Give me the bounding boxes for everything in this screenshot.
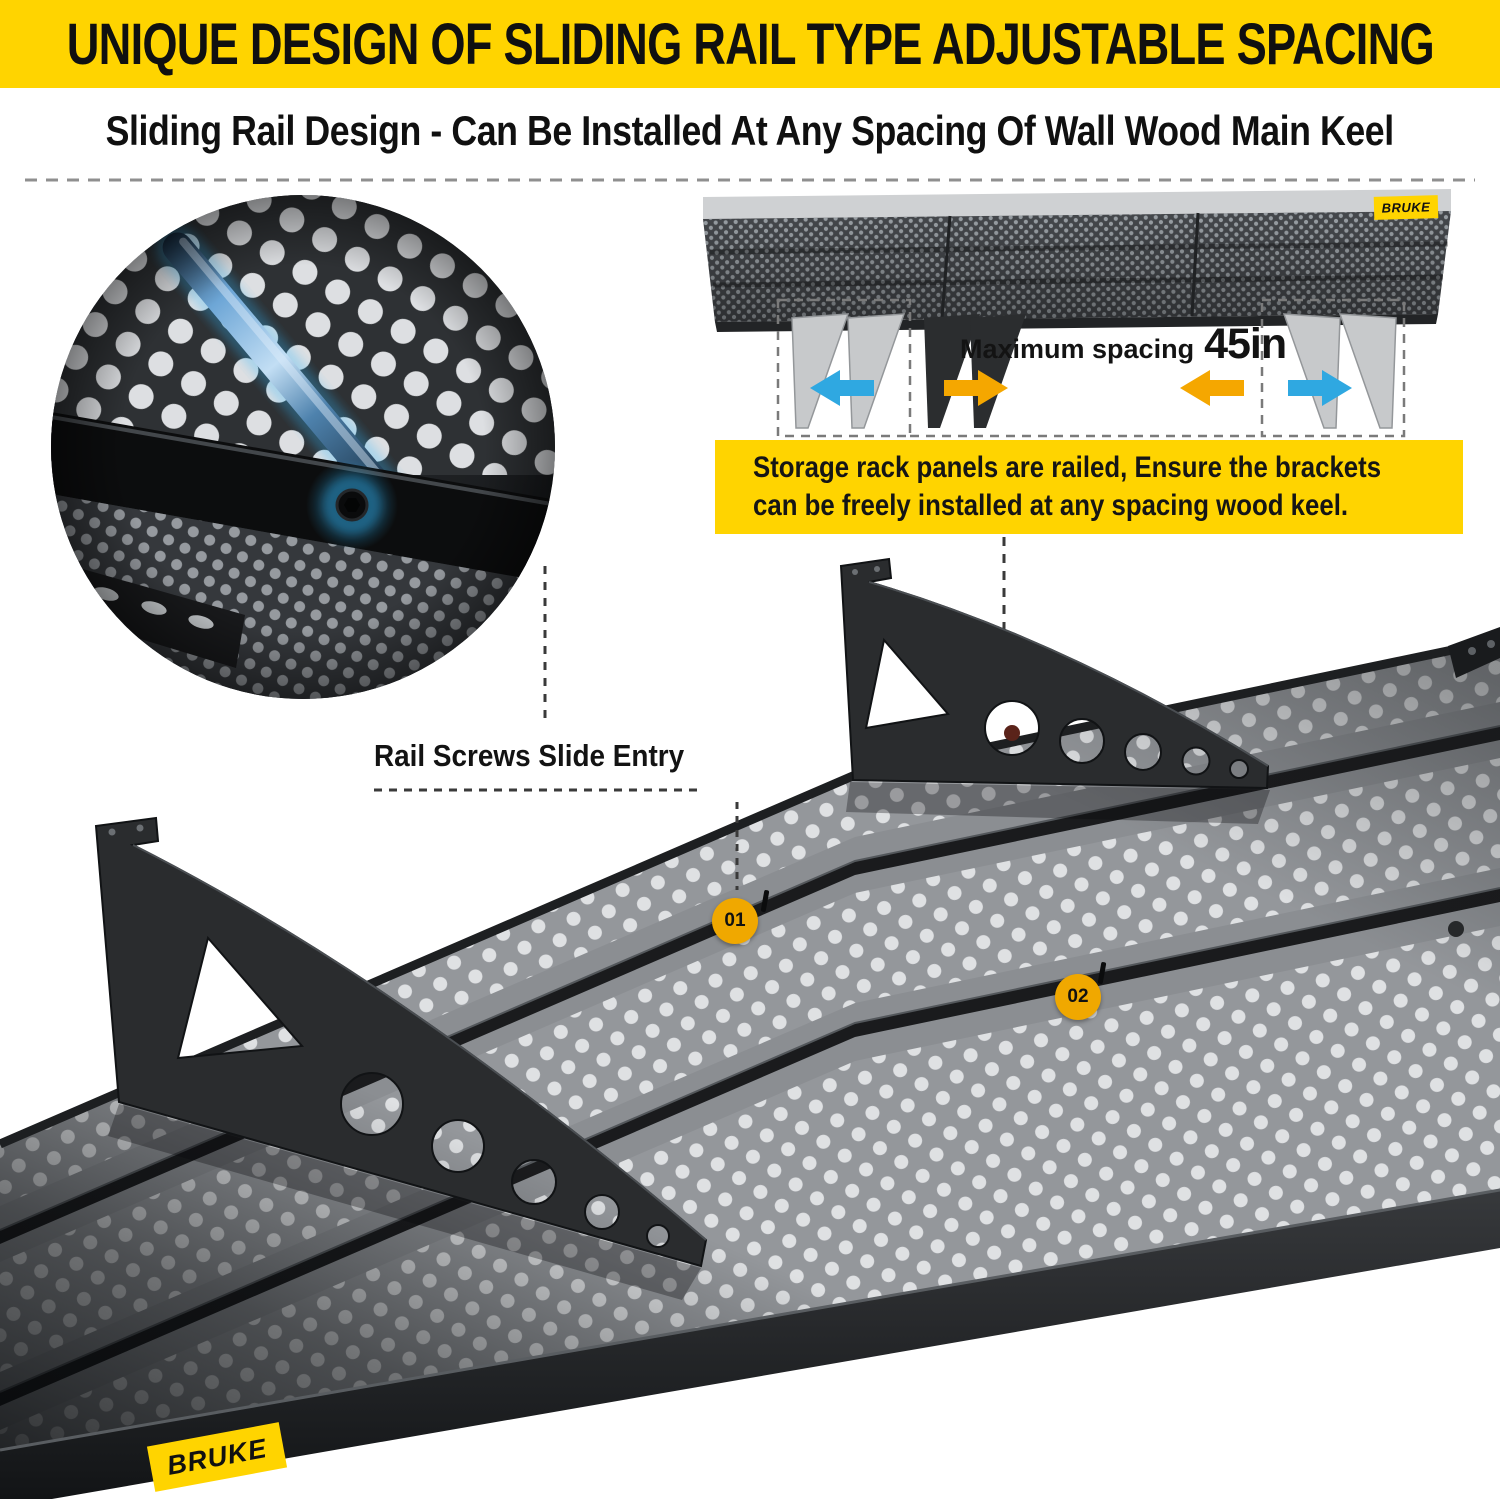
slide-right-arrow-blue bbox=[1288, 370, 1352, 406]
slide-left-arrow-yellow bbox=[1180, 370, 1244, 406]
marker-01-badge: 01 bbox=[712, 898, 758, 944]
zoom-detail-circle bbox=[51, 195, 555, 699]
bracket-position-dashed-box-left bbox=[776, 298, 912, 438]
wall-rack-figure bbox=[703, 189, 1451, 438]
slide-left-arrow-blue bbox=[810, 370, 874, 406]
bracket-position-dashed-box-right bbox=[1260, 298, 1406, 438]
bracket-screw-dot bbox=[1004, 725, 1020, 741]
brand-logo-top: BRUKE bbox=[1373, 195, 1439, 220]
page-title: UNIQUE DESIGN OF SLIDING RAIL TYPE ADJUS… bbox=[66, 11, 1434, 77]
info-line-2: can be freely installed at any spacing w… bbox=[753, 489, 1349, 522]
rail-slot-tick-1 bbox=[760, 890, 770, 912]
max-spacing-label: Maximum spacing bbox=[960, 334, 1195, 364]
panel-front-edge bbox=[0, 1190, 1500, 1499]
subtitle-text: Sliding Rail Design - Can Be Installed A… bbox=[105, 107, 1395, 154]
rack-shelf-top bbox=[703, 189, 1451, 219]
title-banner: UNIQUE DESIGN OF SLIDING RAIL TYPE ADJUS… bbox=[0, 0, 1500, 88]
subtitle: Sliding Rail Design - Can Be Installed A… bbox=[0, 92, 1500, 170]
panel-back-rim bbox=[0, 635, 1500, 1149]
rack-bracket-ghost-right-1 bbox=[1282, 313, 1341, 429]
rail-slot-tick-2 bbox=[1097, 962, 1107, 984]
panel-mount-hole bbox=[1448, 921, 1464, 937]
slide-right-arrow-yellow bbox=[944, 370, 1008, 406]
marker-02-badge: 02 bbox=[1055, 974, 1101, 1020]
max-spacing-value: 45in bbox=[1204, 320, 1287, 368]
info-line-1: Storage rack panels are railed, Ensure t… bbox=[753, 450, 1382, 484]
rack-bracket-ghost-left-2 bbox=[847, 313, 906, 429]
storage-panel-figure bbox=[0, 557, 1500, 1499]
max-spacing-callout: Maximum spacing 45in bbox=[960, 320, 1287, 369]
rack-bracket-center-1 bbox=[924, 314, 980, 428]
rack-bracket-ghost-right-2 bbox=[1338, 313, 1397, 429]
info-box: Storage rack panels are railed, Ensure t… bbox=[715, 440, 1463, 534]
rail-screws-label: Rail Screws Slide Entry bbox=[374, 738, 685, 773]
rack-bracket-ghost-left-1 bbox=[791, 313, 850, 429]
